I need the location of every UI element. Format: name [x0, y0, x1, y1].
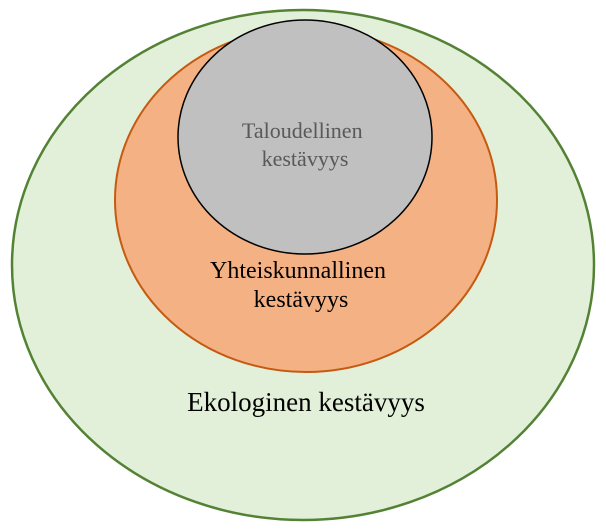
- societal-label-line-2: kestävyys: [254, 287, 349, 313]
- economic-sustainability-label: Taloudellinen kestävyys: [242, 118, 368, 171]
- economic-label-line-2: kestävyys: [262, 146, 349, 171]
- societal-sustainability-label: Yhteiskunnallinen kestävyys: [210, 258, 392, 313]
- economic-sustainability-ellipse: [177, 19, 433, 255]
- ecological-sustainability-label: Ekologinen kestävyys: [187, 387, 425, 417]
- societal-label-line-1: Yhteiskunnallinen: [210, 258, 386, 284]
- ecological-label-line-1: Ekologinen kestävyys: [187, 387, 425, 417]
- economic-label-line-1: Taloudellinen: [242, 118, 363, 143]
